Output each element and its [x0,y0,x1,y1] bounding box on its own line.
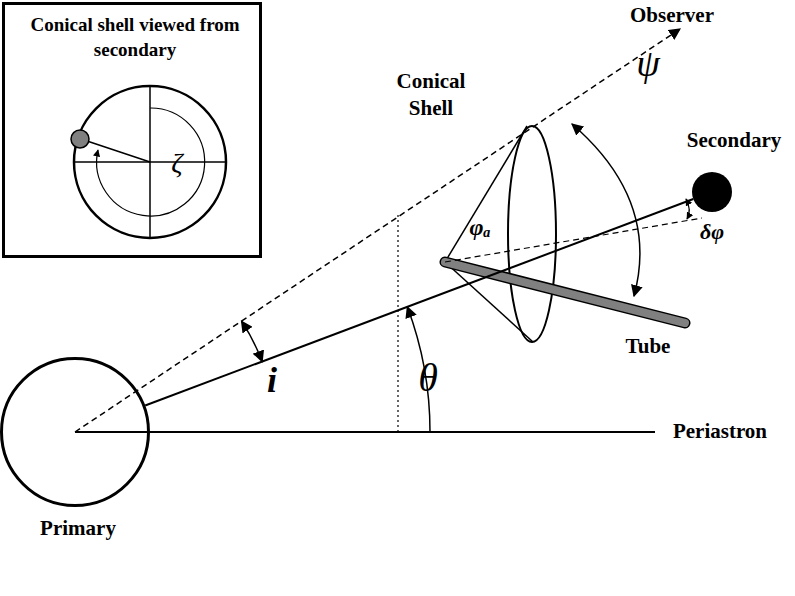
node-label: Conical shell viewed from secondary [10,13,260,62]
angle-i-arc [242,321,263,362]
node-label: Secondary [687,128,782,153]
psi-arc [572,124,640,296]
conical-shell-label: Conical Shell [386,68,476,123]
observer-line [75,29,680,432]
angle-symbol: ζ [171,147,182,179]
angle-symbol: i [267,357,277,404]
angle-symbol: θ [418,352,438,404]
angle-symbol: ψ [636,39,660,88]
angle-symbol: φₐ [469,212,490,243]
tube-label: Tube [626,333,671,360]
conical-shell [445,126,556,342]
secondary-star: Secondary [692,172,732,212]
node-label: Primary [40,516,116,541]
inset-figure [71,86,226,238]
tube-fill [445,262,685,323]
primary-star: Primary [0,357,150,507]
periastron-label: Periastron [673,418,767,445]
inset-box: Conical shell viewed from secondary ζ [2,2,262,258]
dotted-line [397,212,398,432]
observer-label: Observer [630,2,714,29]
tube [445,262,685,323]
center-line [145,199,693,406]
periastron-line [75,431,655,433]
angle-symbol: δφ [700,218,724,247]
